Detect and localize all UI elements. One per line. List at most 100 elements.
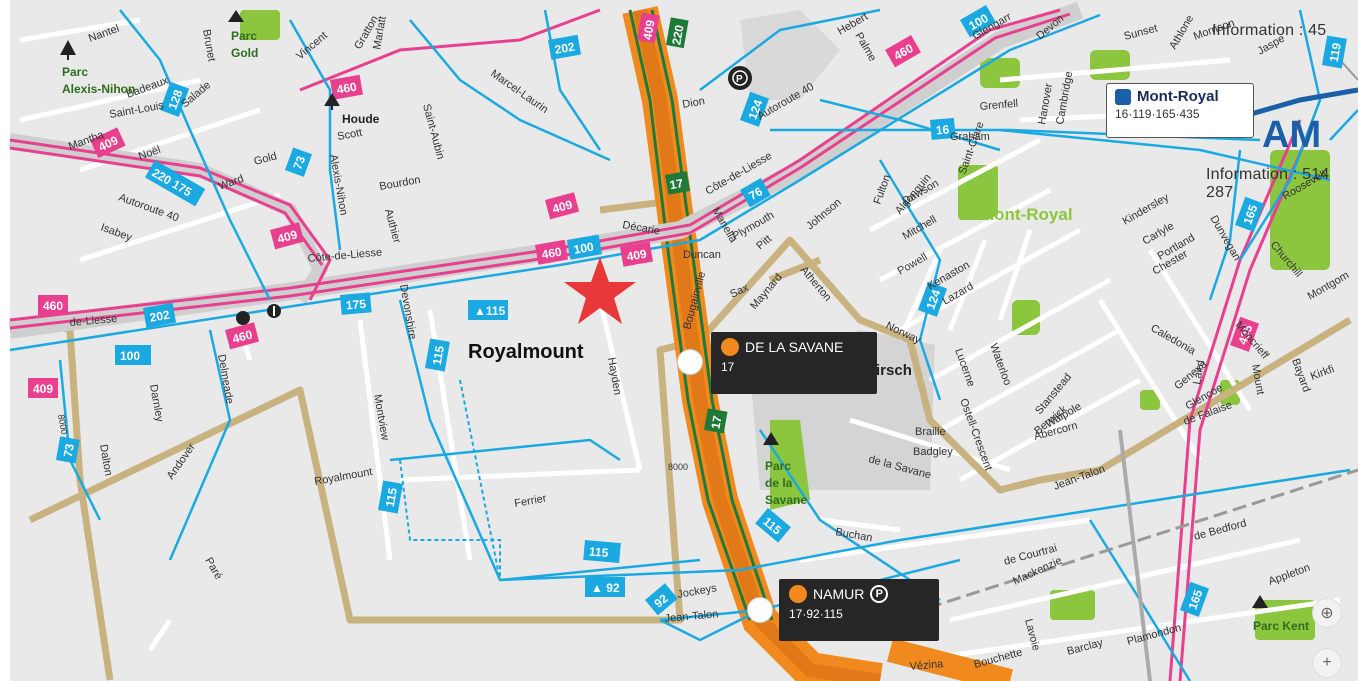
station-card-namur[interactable]: NAMUR P 17·92·115 — [779, 579, 939, 641]
svg-text:Ferrier: Ferrier — [513, 492, 547, 510]
park-labels: Parc Alexis-Nihon Parc Gold Houde Parc d… — [62, 29, 1309, 633]
info-phone-top: Information : 45 — [1212, 22, 1327, 39]
park-churchill — [1270, 150, 1330, 270]
svg-text:Gold: Gold — [231, 46, 258, 60]
svg-text:Marlatt: Marlatt — [371, 15, 389, 50]
metro-orange-line-icon — [789, 585, 807, 603]
svg-text:Dion: Dion — [681, 95, 705, 111]
svg-text:124: 124 — [923, 288, 943, 312]
bus-routes — [9, 8, 1358, 681]
svg-text:Houde: Houde — [342, 112, 380, 126]
svg-text:175: 175 — [345, 297, 366, 313]
express-routes — [9, 8, 1312, 681]
station-name: Mont-Royal — [1137, 88, 1219, 105]
svg-text:73: 73 — [61, 442, 77, 458]
svg-text:irsch: irsch — [876, 362, 912, 379]
svg-text:100: 100 — [573, 240, 595, 257]
svg-text:Braille: Braille — [915, 426, 946, 438]
svg-text:P: P — [736, 74, 743, 85]
svg-text:Gold: Gold — [253, 150, 279, 168]
parks — [240, 10, 1330, 640]
svg-text:115: 115 — [430, 344, 447, 366]
svg-text:Grenfell: Grenfell — [979, 98, 1018, 113]
info-phone-mid: Information : 514 287 — [1206, 166, 1330, 201]
svg-text:409: 409 — [33, 382, 53, 396]
svg-text:Parc: Parc — [231, 29, 257, 43]
svg-text:17: 17 — [708, 414, 724, 430]
station-lines: 16·119·165·435 — [1115, 107, 1200, 121]
svg-text:Badgley: Badgley — [913, 446, 953, 458]
train-station-card-mont-royal[interactable]: Mont-Royal 16·119·165·435 — [1106, 83, 1254, 138]
dashed-bus-routes — [399, 379, 501, 581]
svg-text:Jean-Talon: Jean-Talon — [664, 608, 719, 625]
svg-text:de-Liesse: de-Liesse — [69, 313, 118, 329]
royalmount-star-icon — [564, 257, 636, 324]
svg-text:202: 202 — [554, 40, 576, 57]
svg-text:76: 76 — [746, 184, 765, 203]
svg-text:17: 17 — [669, 176, 685, 192]
station-name: NAMUR — [813, 586, 865, 602]
svg-text:Mount: Mount — [1249, 363, 1266, 395]
svg-text:16: 16 — [935, 122, 950, 137]
svg-text:Duncan: Duncan — [683, 249, 721, 261]
tree-icon — [60, 10, 1268, 608]
svg-text:460: 460 — [336, 80, 358, 97]
park-gold — [240, 10, 280, 40]
svg-text:202: 202 — [149, 308, 171, 325]
svg-text:73: 73 — [290, 154, 308, 172]
svg-text:435: 435 — [1235, 323, 1255, 347]
svg-text:Dalton: Dalton — [97, 443, 114, 476]
svg-text:de la: de la — [765, 476, 793, 490]
svg-text:119: 119 — [1327, 41, 1344, 63]
rail-line — [889, 468, 1358, 622]
svg-text:Brunet: Brunet — [200, 28, 217, 62]
svg-text:Savane: Savane — [765, 493, 807, 507]
metro-orange-line-icon — [721, 338, 739, 356]
svg-text:▲115: ▲115 — [474, 304, 506, 318]
svg-text:409: 409 — [640, 19, 657, 41]
area-label-mont-royal: Mont-Royal — [980, 205, 1073, 224]
zoom-in-button[interactable]: + — [1312, 648, 1342, 678]
svg-text:165: 165 — [1240, 203, 1260, 227]
svg-text:128: 128 — [165, 88, 185, 112]
svg-text:8000: 8000 — [56, 414, 69, 435]
station-marker-savane[interactable] — [677, 349, 703, 375]
tan-network — [28, 196, 1352, 681]
svg-text:▲ 92: ▲ 92 — [591, 581, 620, 595]
exit-icon — [236, 311, 250, 325]
station-card-savane[interactable]: DE LA SAVANE 17 — [711, 332, 877, 394]
svg-text:Alexis-Nihon: Alexis-Nihon — [62, 82, 135, 96]
line-17-green — [628, 9, 752, 621]
svg-text:Parc: Parc — [765, 459, 791, 473]
svg-text:100: 100 — [120, 349, 140, 363]
station-marker-namur[interactable] — [747, 597, 773, 623]
park-savane — [770, 420, 810, 510]
svg-text:124: 124 — [745, 98, 765, 122]
building-block — [740, 10, 840, 100]
svg-text:115: 115 — [383, 486, 400, 508]
train-icon — [1115, 88, 1131, 105]
svg-text:409: 409 — [626, 247, 648, 264]
svg-text:Scott: Scott — [336, 127, 363, 143]
svg-text:Parc Kent: Parc Kent — [1253, 619, 1309, 633]
svg-text:460: 460 — [231, 327, 254, 346]
parking-icon: P — [870, 585, 889, 603]
info-icon — [267, 304, 281, 318]
svg-text:409: 409 — [551, 197, 574, 216]
parking-icon: P — [728, 66, 752, 90]
station-lines: 17·92·115 — [789, 607, 843, 621]
station-lines: 17 — [721, 360, 735, 374]
svg-text:165: 165 — [1185, 588, 1205, 612]
agency-logo: AM — [1262, 114, 1321, 156]
route-shields: 202 460 460 100 409 220 175 128 73 409 4… — [28, 5, 1347, 617]
svg-text:Vézina: Vézina — [909, 658, 944, 673]
svg-text:460: 460 — [43, 299, 63, 313]
recenter-button[interactable]: ⊕ — [1312, 598, 1342, 628]
royalmount-label: Royalmount — [468, 341, 584, 363]
svg-text:460: 460 — [541, 245, 563, 262]
svg-text:Parc: Parc — [62, 65, 88, 79]
svg-text:220: 220 — [669, 24, 686, 46]
svg-text:409: 409 — [276, 227, 299, 246]
svg-text:8000: 8000 — [668, 462, 688, 472]
